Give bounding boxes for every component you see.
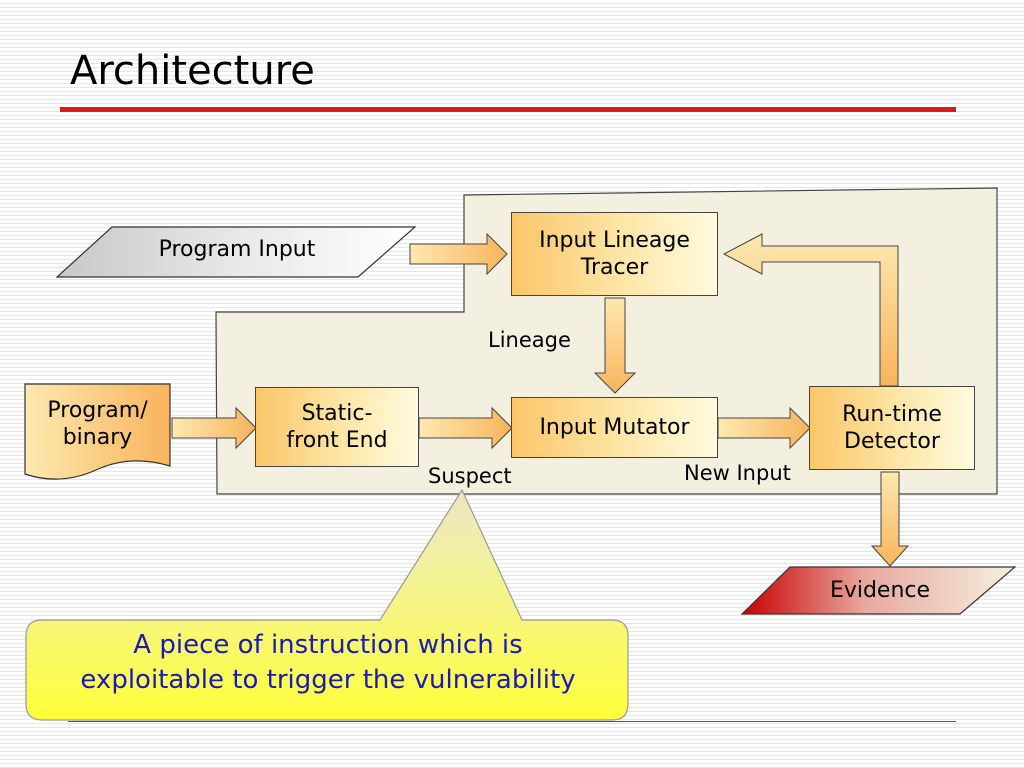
evidence-label: Evidence [829,578,931,603]
callout-text: A piece of instruction which is exploita… [80,630,576,696]
arrow-mutator-to-detector [717,406,811,450]
input-lineage-tracer-box: Input Lineage Tracer [511,212,718,296]
arrow-tracer-to-mutator [593,297,637,394]
title-underline [60,107,956,112]
footer-rule [68,721,956,722]
program-binary-label: Program/ binary [47,397,148,451]
arrow-detector-to-tracer [722,233,899,387]
runtime-detector-box: Run-time Detector [809,386,975,470]
input-mutator-box: Input Mutator [511,397,718,458]
arrow-input-to-tracer [409,232,508,276]
arrow-detector-to-evidence [870,471,910,567]
lineage-label: Lineage [488,328,571,352]
static-front-end-box: Static- front End [255,387,419,467]
program-binary-shape [24,383,171,480]
program-input-shape [55,226,417,278]
callout-bubble [25,488,629,721]
evidence-shape [740,566,1017,615]
program-input-label: Program Input [158,237,316,262]
new-input-label: New Input [684,461,791,485]
arrow-binary-to-static [171,406,257,450]
suspect-label: Suspect [428,464,512,488]
arrow-static-to-mutator [418,406,513,450]
slide-title: Architecture [70,48,315,94]
